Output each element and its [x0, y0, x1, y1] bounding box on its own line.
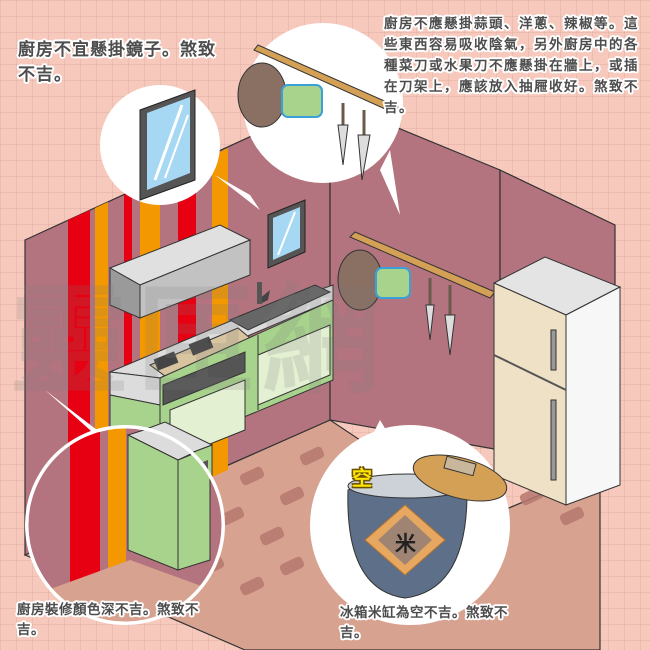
- rice-label: 米: [395, 532, 416, 556]
- kitchen-counter: [108, 282, 334, 471]
- caption-dark-color: 廚房裝修顏色深不吉。煞致不吉。: [17, 602, 199, 638]
- empty-label: 空: [352, 466, 372, 490]
- callout-hanging: [237, 23, 403, 215]
- callout-mirror: [100, 85, 260, 210]
- hanging-rail: [337, 231, 496, 356]
- caption-empty-rice-jar: 冰箱米缸為空不吉。煞致不吉。: [340, 605, 508, 641]
- range-hood: [108, 224, 252, 319]
- refrigerator: [492, 256, 622, 506]
- wall-mirror: [267, 199, 306, 269]
- callout-wall-color: [25, 390, 225, 625]
- callout-rice-jar: [310, 420, 510, 625]
- caption-hanging-items: 廚房不應懸掛蒜頭、洋蔥、辣椒等。這些東西容易吸收陰氣，另外廚房中的各種菜刀或水果…: [384, 16, 639, 116]
- caption-mirror: 廚房不宜懸掛鏡子。煞致不吉。: [18, 40, 216, 85]
